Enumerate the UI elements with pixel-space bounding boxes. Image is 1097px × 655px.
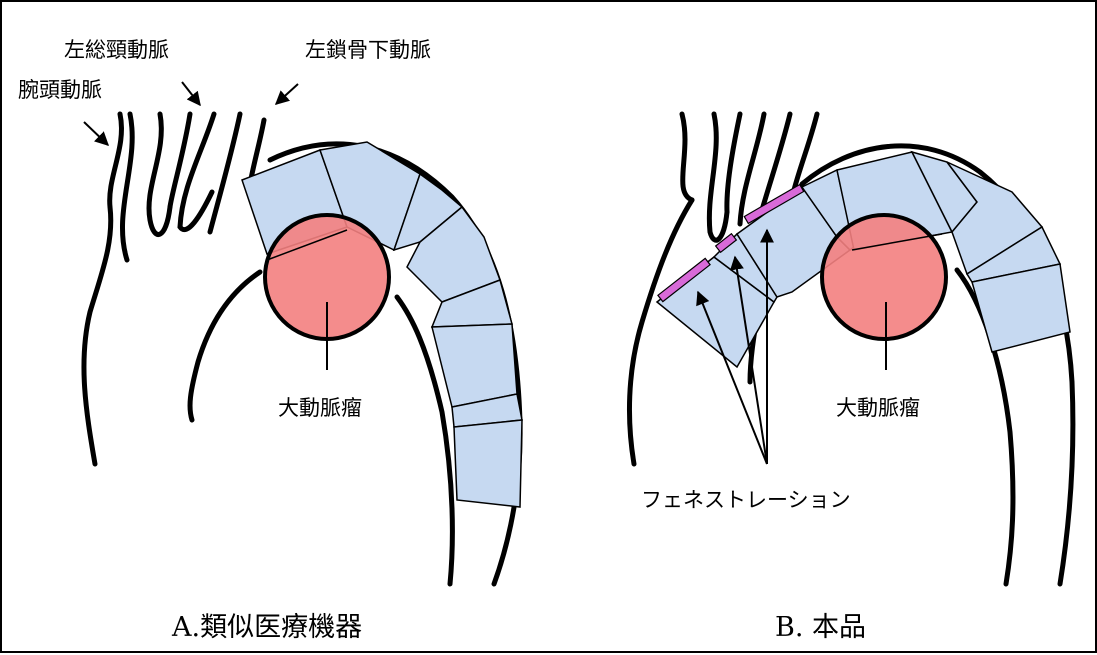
stent-segment bbox=[432, 324, 517, 407]
brachiocephalic-artery-wall bbox=[84, 114, 122, 464]
fenestration-label: フェネストレーション bbox=[641, 490, 851, 511]
left-subclavian-arrow bbox=[276, 84, 298, 104]
aorta-wall-inner bbox=[190, 272, 260, 420]
left-common-carotid-arrow bbox=[182, 82, 200, 105]
aneurysm-label-a: 大動脈瘤 bbox=[278, 398, 362, 419]
brachiocephalic-artery-wall bbox=[682, 114, 692, 200]
panel-a-drawing bbox=[84, 82, 522, 584]
left-common-carotid-wall bbox=[149, 114, 170, 235]
panel-b-caption: B. 本品 bbox=[775, 614, 866, 641]
branch-vessel-wall bbox=[709, 114, 727, 240]
aneurysm-label-b: 大動脈瘤 bbox=[836, 398, 920, 419]
brachiocephalic-artery-wall-2 bbox=[122, 114, 132, 260]
aneurysm bbox=[822, 215, 946, 339]
brachiocephalic-label: 腕頭動脈 bbox=[18, 80, 102, 101]
left-common-carotid-label: 左総頸動脈 bbox=[64, 40, 169, 61]
panel-b-drawing bbox=[629, 114, 1072, 584]
panel-a-caption: A.類似医療機器 bbox=[172, 614, 362, 641]
aorta-wall-left bbox=[629, 200, 692, 464]
left-subclavian-wall-2 bbox=[210, 114, 240, 232]
left-subclavian-label: 左鎖骨下動脈 bbox=[305, 40, 431, 61]
stent-graft bbox=[242, 142, 522, 507]
branch-vessel-wall bbox=[727, 114, 740, 212]
stent-segment bbox=[454, 420, 522, 507]
brachiocephalic-arrow bbox=[84, 122, 108, 145]
